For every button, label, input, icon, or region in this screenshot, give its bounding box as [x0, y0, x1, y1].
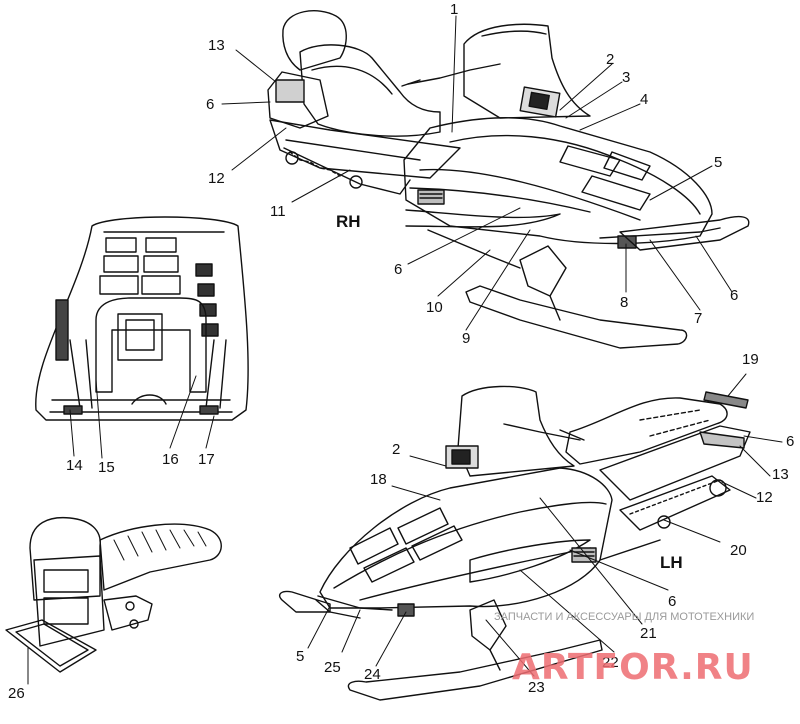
- callout-2: 2: [606, 51, 615, 68]
- view-label-lh: LH: [660, 553, 683, 572]
- callout-7: 7: [694, 310, 703, 327]
- callout-26: 26: [8, 685, 25, 702]
- seat-assembly: [5, 516, 222, 673]
- callout-18: 18: [370, 471, 387, 488]
- callout-23: 23: [528, 679, 545, 696]
- callout-2b: 2: [392, 441, 401, 458]
- watermark: ЗАПЧАСТИ И АКСЕССУАРЫ ДЛЯ МОТОТЕХНИКИ AR…: [480, 607, 800, 724]
- view-label-rh: RH: [336, 212, 361, 231]
- callout-6b: 6: [394, 261, 403, 278]
- callout-6e: 6: [668, 593, 677, 610]
- callout-22: 22: [602, 654, 619, 671]
- callout-3: 3: [622, 69, 631, 86]
- callout-20: 20: [730, 542, 747, 559]
- callout-5b: 5: [296, 648, 305, 665]
- callout-11: 11: [270, 203, 286, 220]
- callout-10: 10: [426, 299, 443, 316]
- leaders-hood: [69, 375, 215, 459]
- callout-13b: 13: [772, 466, 789, 483]
- hood-top-view: [35, 216, 249, 421]
- snowmobile-lh: [278, 385, 751, 701]
- callout-13: 13: [208, 37, 225, 54]
- callout-14: 14: [66, 457, 83, 474]
- callout-1: 1: [450, 1, 459, 18]
- callout-6c: 6: [730, 287, 739, 304]
- callout-19: 19: [742, 351, 759, 368]
- callout-6d: 6: [786, 433, 795, 450]
- callout-17: 17: [198, 451, 215, 468]
- snowmobile-rh: [267, 10, 750, 349]
- callout-9: 9: [462, 330, 471, 347]
- callout-5: 5: [714, 154, 723, 171]
- watermark-tagline: ЗАПЧАСТИ И АКСЕССУАРЫ ДЛЯ МОТОТЕХНИКИ: [494, 611, 755, 623]
- callout-16: 16: [162, 451, 179, 468]
- leaders-lh: [307, 373, 783, 677]
- callout-12b: 12: [756, 489, 773, 506]
- callout-25: 25: [324, 659, 341, 676]
- callout-4: 4: [640, 91, 649, 108]
- watermark-logo: ARTFOR.RU: [512, 647, 754, 688]
- callout-12: 12: [208, 170, 225, 187]
- leaders-rh: [221, 15, 733, 331]
- callout-21: 21: [640, 625, 657, 642]
- callout-15: 15: [98, 459, 115, 476]
- callout-6: 6: [206, 96, 215, 113]
- callout-8: 8: [620, 294, 629, 311]
- callout-24: 24: [364, 666, 381, 683]
